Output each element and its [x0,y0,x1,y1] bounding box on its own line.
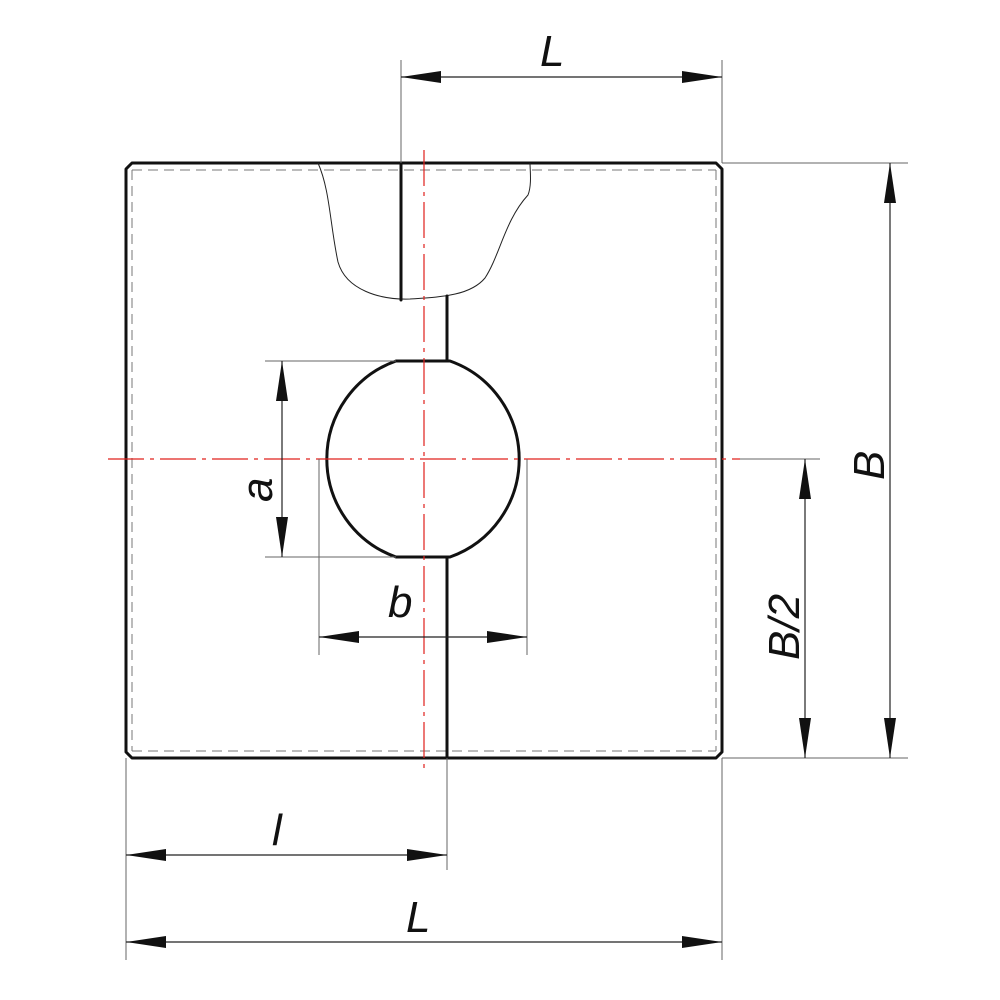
label-a: a [233,478,282,502]
arrowhead [126,936,166,948]
label-B: B [845,451,894,480]
arrowhead [407,849,447,861]
break-line [317,162,531,300]
plate-outline [124,161,724,760]
dimension-B: B [845,163,896,758]
arrowhead [884,718,896,758]
label-bottom-L: L [406,893,430,942]
arrowhead [319,631,359,643]
label-top-L: L [540,27,564,76]
dimension-half-B: B/2 [760,459,811,758]
arrowhead [884,163,896,203]
dimension-top-L: L [401,27,722,83]
dimension-l: l [126,806,447,861]
dimension-a: a [233,361,288,557]
hole-outline [325,359,521,559]
label-half-B: B/2 [760,594,809,660]
arrowhead [126,849,166,861]
arrowhead [276,517,288,557]
extension-lines [125,60,908,960]
arrowhead [799,459,811,499]
label-b: b [388,578,412,627]
dimension-b: b [319,578,527,643]
arrowhead [487,631,527,643]
arrowhead [401,71,441,83]
arrowhead [682,936,722,948]
dimension-bottom-L: L [126,893,722,948]
arrowhead [276,361,288,401]
arrowhead [682,71,722,83]
label-l: l [272,806,283,855]
arrowhead [799,718,811,758]
